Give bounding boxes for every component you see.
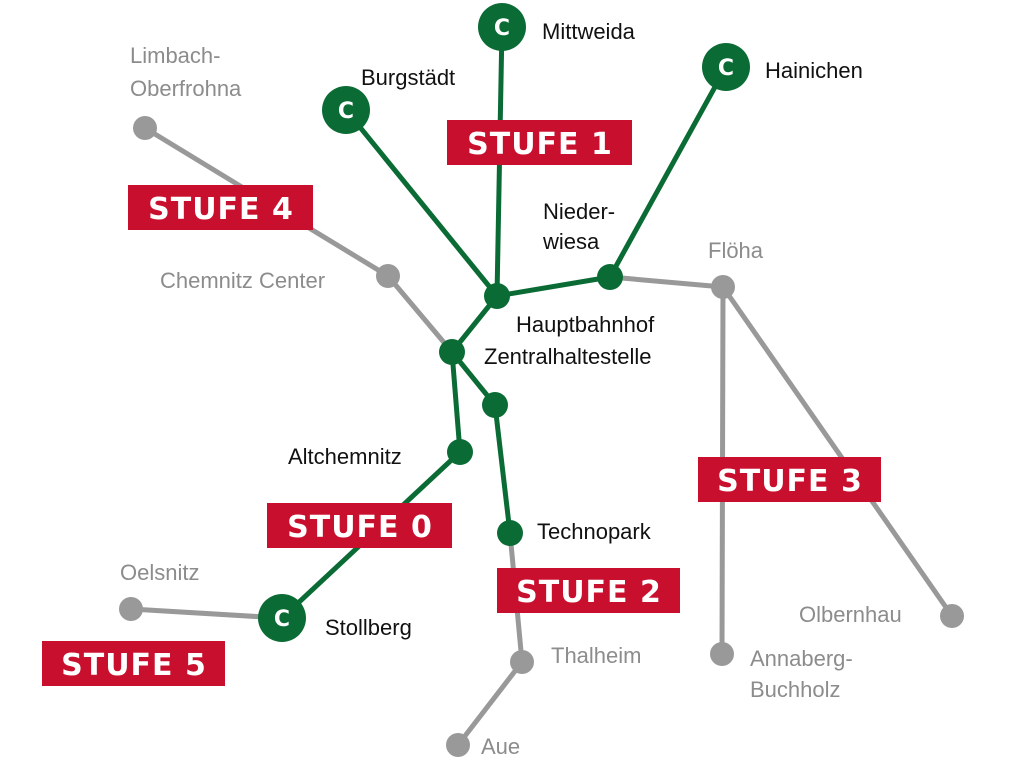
line-thalheim-aue xyxy=(455,530,525,748)
station-label-altchemnitz: Altchemnitz xyxy=(288,444,402,469)
stage-label-stufe0: STUFE 0 xyxy=(287,510,433,545)
c-circle-icon xyxy=(478,3,526,51)
stage-label-stufe2: STUFE 2 xyxy=(516,575,662,610)
line-niederwiesa xyxy=(494,274,613,299)
station-dot-aue xyxy=(446,733,470,757)
line-floeha xyxy=(607,274,726,290)
station-dot-intermediate xyxy=(482,392,508,418)
terminus-hainichen: C xyxy=(702,43,750,91)
station-dot-limbach xyxy=(133,116,157,140)
station-label-hauptbahnhof: Hauptbahnhof xyxy=(516,312,655,337)
line-olbernhau xyxy=(720,284,955,619)
station-label-burgstaedt: Burgstädt xyxy=(361,65,455,90)
gray-stations xyxy=(119,116,964,757)
station-dot-thalheim xyxy=(510,650,534,674)
green-stations xyxy=(439,264,623,546)
station-dot-floeha xyxy=(711,275,735,299)
stage-label-stufe1: STUFE 1 xyxy=(467,127,613,162)
stage-label-stufe4: STUFE 4 xyxy=(148,192,294,227)
station-dot-niederwiesa xyxy=(597,264,623,290)
station-label-limbach-2: Oberfrohna xyxy=(130,76,242,101)
line-hainichen xyxy=(607,64,729,280)
stage-label-stufe5: STUFE 5 xyxy=(61,648,207,683)
station-label-limbach-1: Limbach- xyxy=(130,43,220,68)
c-circle-icon xyxy=(258,594,306,642)
station-dot-altchemnitz xyxy=(447,439,473,465)
station-dot-annaberg xyxy=(710,642,734,666)
stage-box-stufe5: STUFE 5 xyxy=(42,641,225,686)
terminus-stollberg: C xyxy=(258,594,306,642)
stage-box-stufe0: STUFE 0 xyxy=(267,503,452,548)
c-circle-icon-letter: C xyxy=(718,56,734,81)
line-burgstaedt xyxy=(343,107,500,299)
c-circle-icon xyxy=(702,43,750,91)
stage-box-stufe4: STUFE 4 xyxy=(128,185,313,230)
station-dot-zentralhaltestelle xyxy=(439,339,465,365)
station-dot-hauptbahnhof xyxy=(484,283,510,309)
station-label-oelsnitz: Oelsnitz xyxy=(120,560,199,585)
line-stollberg xyxy=(279,349,463,621)
station-label-stollberg: Stollberg xyxy=(325,615,412,640)
station-dot-olbernhau xyxy=(940,604,964,628)
station-dot-oelsnitz xyxy=(119,597,143,621)
terminus-mittweida: C xyxy=(478,3,526,51)
c-circle-icon xyxy=(322,86,370,134)
stage-box-stufe2: STUFE 2 xyxy=(497,568,680,613)
station-label-annaberg-2: Buchholz xyxy=(750,677,841,702)
station-label-niederwiesa-2: wiesa xyxy=(542,229,600,254)
c-circle-icon-letter: C xyxy=(494,16,510,41)
station-label-chemnitz-center: Chemnitz Center xyxy=(160,268,325,293)
station-dot-chemnitz-center xyxy=(376,264,400,288)
terminus-burgstaedt: C xyxy=(322,86,370,134)
station-label-thalheim: Thalheim xyxy=(551,643,641,668)
station-label-zentralhaltestelle: Zentralhaltestelle xyxy=(484,344,652,369)
station-dot-technopark xyxy=(497,520,523,546)
stage-label-stufe3: STUFE 3 xyxy=(717,464,863,499)
c-circle-icon-letter: C xyxy=(338,99,354,124)
station-label-aue: Aue xyxy=(481,734,520,759)
line-limbach xyxy=(142,125,455,355)
c-circle-icon-letter: C xyxy=(274,607,290,632)
station-label-mittweida: Mittweida xyxy=(542,19,636,44)
line-oelsnitz xyxy=(128,606,284,621)
station-label-niederwiesa-1: Nieder- xyxy=(543,199,615,224)
stage-box-stufe3: STUFE 3 xyxy=(698,457,881,502)
stage-box-stufe1: STUFE 1 xyxy=(447,120,632,165)
station-label-olbernhau: Olbernhau xyxy=(799,602,902,627)
station-label-technopark: Technopark xyxy=(537,519,652,544)
station-label-floeha: Flöha xyxy=(708,238,764,263)
station-label-hainichen: Hainichen xyxy=(765,58,863,83)
station-label-annaberg-1: Annaberg- xyxy=(750,646,853,671)
